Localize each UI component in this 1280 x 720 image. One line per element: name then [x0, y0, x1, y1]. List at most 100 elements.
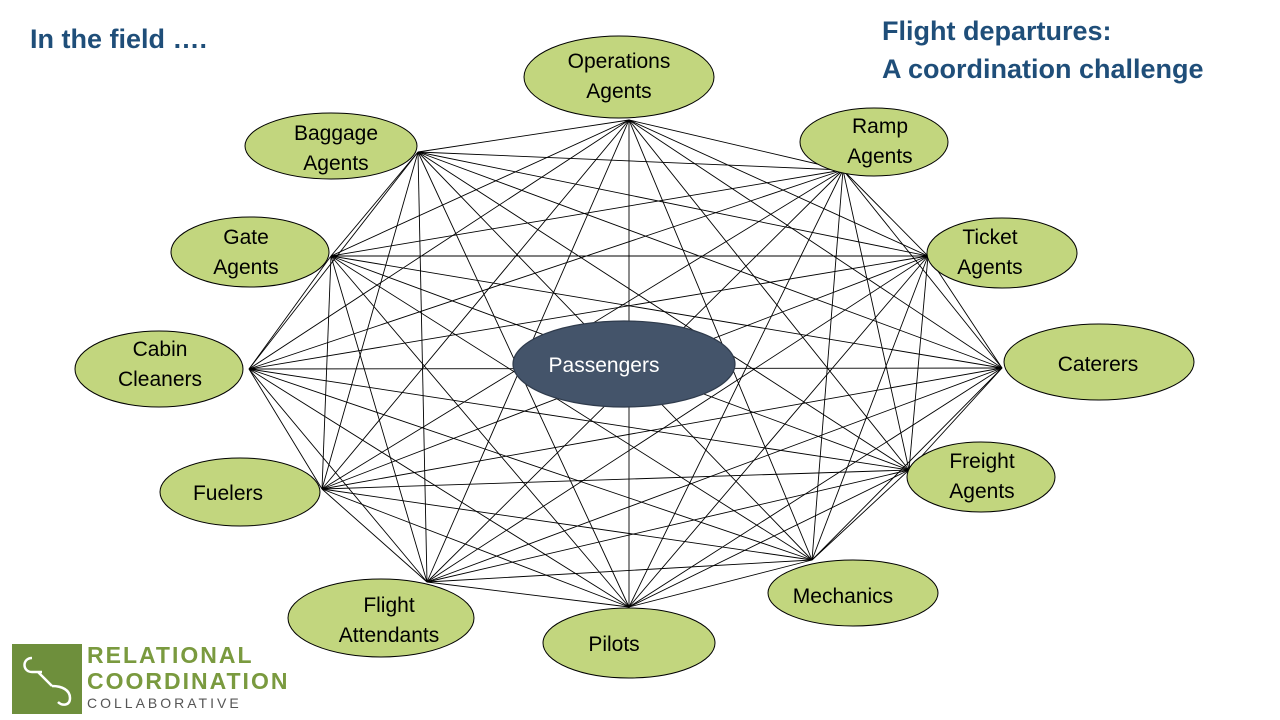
connector-cabin-cleaners-baggage-agents — [248, 151, 419, 370]
connector-freight-agents-pilots — [628, 469, 910, 608]
passengers-ellipse — [512, 320, 736, 408]
cabin-cleaners-label: Cleaners — [118, 368, 202, 391]
connector-operations-agents-fuelers — [321, 119, 630, 490]
connector-freight-agents-baggage-agents — [417, 151, 910, 471]
caterers-ellipse — [1003, 323, 1195, 401]
connector-ramp-agents-caterers — [842, 169, 1003, 369]
rcc-logo: RELATIONAL COORDINATION COLLABORATIVE — [12, 642, 287, 714]
gate-agents-label: Gate — [223, 226, 269, 249]
operations-agents-label: Operations — [568, 50, 671, 73]
connector-caterers-baggage-agents — [417, 151, 1003, 369]
connector-mechanics-gate-agents — [330, 255, 813, 561]
connector-operations-agents-mechanics — [628, 119, 813, 561]
logo-mark-icon — [12, 644, 82, 714]
connector-mechanics-flight-attendants — [426, 559, 813, 583]
ticket-agents-ellipse — [926, 217, 1078, 289]
mechanics-ellipse — [767, 559, 939, 627]
logo-line-3: COLLABORATIVE — [87, 695, 242, 711]
connector-ramp-agents-mechanics — [811, 169, 844, 561]
connector-operations-agents-cabin-cleaners — [248, 119, 630, 370]
connector-ramp-agents-gate-agents — [330, 169, 844, 257]
connector-operations-agents-baggage-agents — [417, 119, 630, 153]
fuelers-label: Fuelers — [193, 482, 263, 505]
connector-freight-agents-flight-attendants — [426, 469, 910, 583]
pilots-ellipse — [542, 607, 716, 679]
connector-caterers-fuelers — [321, 367, 1003, 490]
connector-ticket-agents-cabin-cleaners — [248, 255, 929, 370]
baggage-agents-label: Agents — [303, 152, 368, 175]
connector-fuelers-baggage-agents — [321, 151, 419, 490]
connector-flight-attendants-fuelers — [321, 488, 428, 583]
connector-mechanics-pilots — [628, 559, 813, 608]
connector-freight-agents-cabin-cleaners — [248, 368, 910, 471]
ticket-agents-label: Ticket — [962, 226, 1017, 249]
connector-pilots-gate-agents — [330, 255, 630, 608]
connector-fuelers-gate-agents — [321, 255, 332, 490]
slide-heading-line-2: A coordination challenge — [882, 54, 1204, 84]
connector-flight-attendants-baggage-agents — [417, 151, 428, 583]
baggage-agents-label: Baggage — [294, 122, 378, 145]
connector-freight-agents-fuelers — [321, 469, 910, 490]
connector-operations-agents-freight-agents — [628, 119, 910, 471]
ticket-agents-label: Agents — [957, 256, 1022, 279]
page-title: In the field …. — [30, 24, 208, 54]
freight-agents-label: Agents — [949, 480, 1014, 503]
fuelers-ellipse — [159, 457, 321, 527]
connector-mechanics-cabin-cleaners — [248, 368, 813, 561]
connector-ticket-agents-caterers — [927, 255, 1003, 369]
pilots-label: Pilots — [588, 633, 639, 656]
ramp-agents-ellipse — [799, 107, 949, 177]
connector-ramp-agents-baggage-agents — [417, 151, 844, 171]
connector-caterers-flight-attendants — [426, 367, 1003, 583]
connector-operations-agents-ticket-agents — [628, 119, 929, 257]
connector-fuelers-cabin-cleaners — [248, 368, 323, 490]
connector-freight-agents-mechanics — [811, 469, 910, 561]
connector-ticket-agents-baggage-agents — [417, 151, 929, 257]
connector-flight-attendants-gate-agents — [330, 255, 428, 583]
connector-ramp-agents-pilots — [628, 169, 844, 608]
connector-ramp-agents-cabin-cleaners — [248, 169, 844, 370]
role-nodes: OperationsAgentsRampAgentsTicketAgentsCa… — [74, 35, 1195, 679]
baggage-agents-ellipse — [244, 112, 418, 180]
slide-heading: Flight departures: A coordination challe… — [882, 12, 1204, 88]
gate-agents-ellipse — [170, 216, 330, 288]
connector-pilots-cabin-cleaners — [248, 368, 630, 608]
connector-caterers-mechanics — [811, 367, 1003, 561]
operations-agents-label: Agents — [586, 80, 651, 103]
connector-pilots-fuelers — [321, 488, 630, 608]
flight-attendants-label: Attendants — [339, 624, 439, 647]
center-node: Passengers — [512, 320, 736, 408]
connector-caterers-gate-agents — [330, 255, 1003, 369]
node-mechanics: Mechanics — [767, 559, 939, 627]
flight-attendants-label: Flight — [363, 594, 415, 617]
slide-heading-line-1: Flight departures: — [882, 16, 1112, 46]
flight-attendants-ellipse — [287, 578, 475, 658]
connector-ramp-agents-ticket-agents — [842, 169, 929, 257]
connector-operations-agents-gate-agents — [330, 119, 630, 257]
connector-operations-agents-caterers — [628, 119, 1003, 369]
connector-ramp-agents-freight-agents — [842, 169, 910, 471]
ramp-agents-label: Ramp — [852, 115, 908, 138]
freight-agents-ellipse — [906, 441, 1056, 513]
ramp-agents-label: Agents — [847, 145, 912, 168]
node-fuelers: Fuelers — [159, 457, 321, 527]
node-caterers: Caterers — [1003, 323, 1195, 401]
operations-agents-ellipse — [523, 35, 715, 119]
logo-line-1: RELATIONAL — [87, 642, 254, 668]
connector-mechanics-fuelers — [321, 488, 813, 561]
connector-flight-attendants-cabin-cleaners — [248, 368, 428, 583]
gate-agents-label: Agents — [213, 256, 278, 279]
connector-cabin-cleaners-gate-agents — [248, 255, 332, 370]
caterers-label: Caterers — [1058, 353, 1139, 376]
freight-agents-label: Freight — [949, 450, 1015, 473]
logo-wordmark: RELATIONAL COORDINATION COLLABORATIVE — [87, 642, 289, 712]
connector-caterers-freight-agents — [908, 367, 1003, 471]
